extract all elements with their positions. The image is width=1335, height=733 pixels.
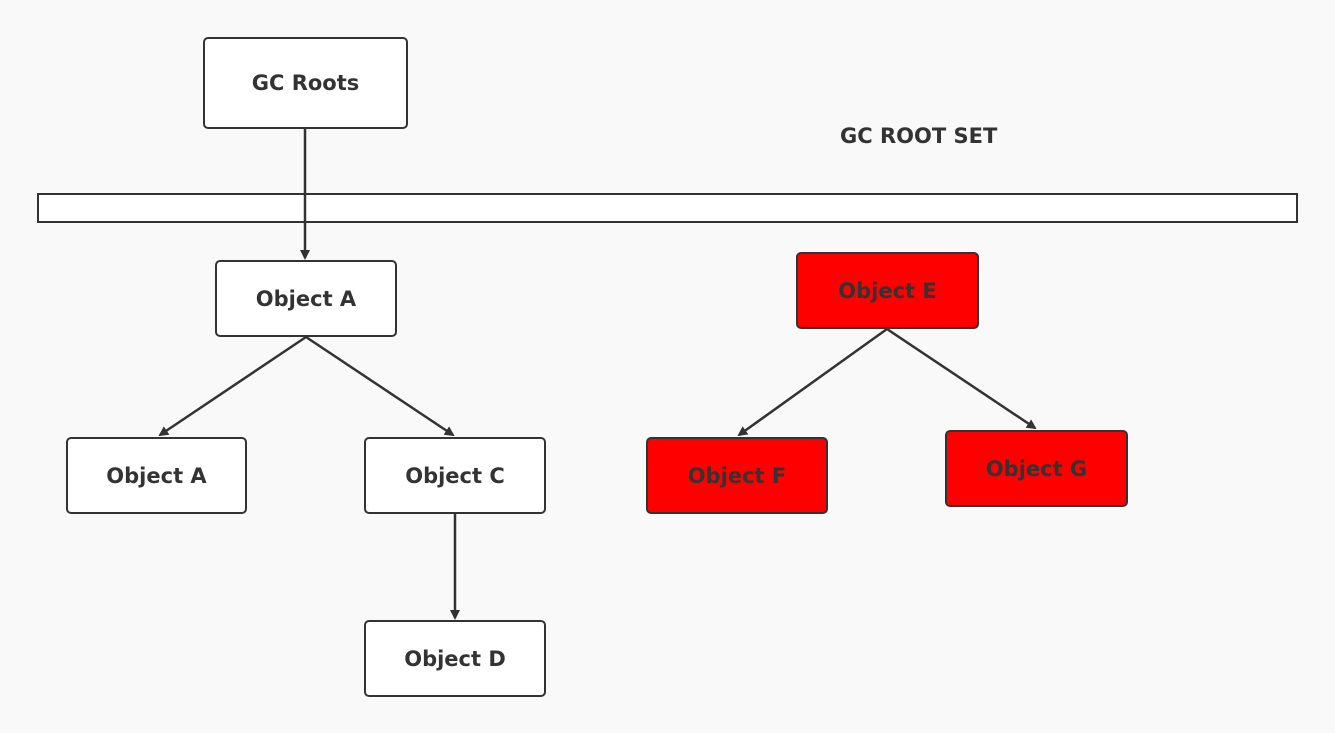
node-object-a-label: Object A [255, 286, 357, 311]
node-object-c-label: Object C [405, 463, 505, 488]
node-object-a-child: Object A [66, 437, 247, 514]
edge-object-a-to-object-a-child [158, 335, 307, 437]
node-object-g: Object G [945, 430, 1128, 507]
node-object-c: Object C [364, 437, 546, 514]
edge-object-e-to-object-f [737, 327, 888, 437]
node-object-f-label: Object F [687, 463, 787, 488]
node-gc-roots: GC Roots [203, 37, 408, 129]
node-gc-roots-label: GC Roots [251, 71, 360, 95]
node-object-e: Object E [796, 252, 979, 329]
node-object-f: Object F [646, 437, 828, 514]
gc-root-set-bar [37, 193, 1298, 223]
edge-object-e-to-object-g [886, 327, 1037, 430]
node-object-e-label: Object E [838, 278, 937, 303]
node-object-a-child-label: Object A [106, 463, 207, 488]
node-object-d-label: Object D [404, 646, 506, 671]
node-object-a: Object A [215, 260, 397, 337]
gc-root-set-label: GC ROOT SET [840, 124, 998, 148]
node-object-d: Object D [364, 620, 546, 697]
node-object-g-label: Object G [985, 456, 1088, 481]
edge-object-a-to-object-c [305, 335, 455, 437]
